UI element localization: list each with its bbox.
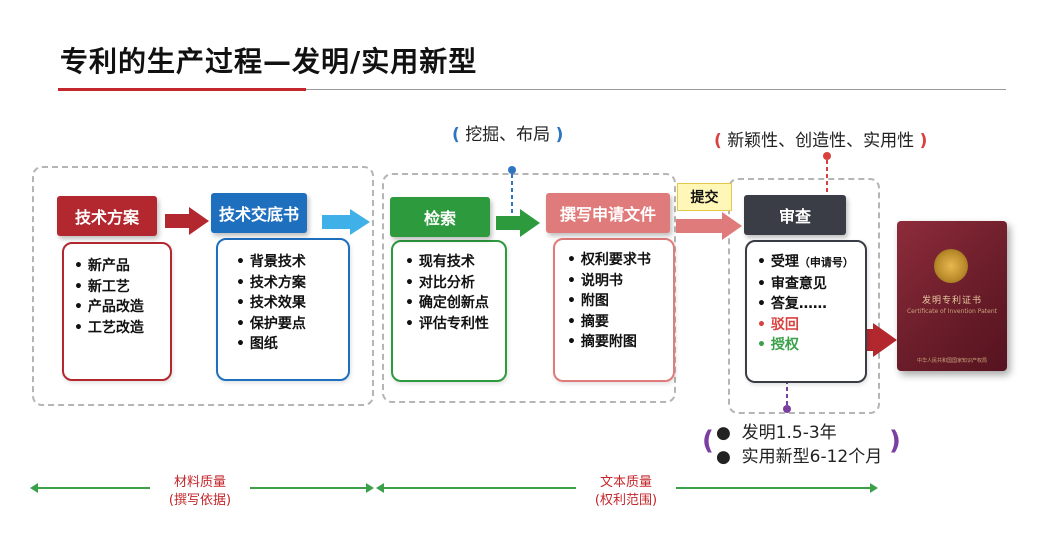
arrow-4-5 xyxy=(676,212,742,240)
submit-badge: 提交 xyxy=(677,183,732,211)
text-quality-note: (权利范围) xyxy=(594,493,658,508)
list-item: 图纸 xyxy=(236,334,348,355)
material-quality-note: (撰写依据) xyxy=(168,493,232,508)
emblem-icon xyxy=(934,249,968,283)
material-quality-label: 材料质量 (撰写依据) xyxy=(150,474,250,510)
list-item: 受理（申请号） xyxy=(757,252,865,274)
step-search-body: 现有技术 对比分析 确定创新点 评估专利性 xyxy=(391,240,507,382)
register-label: 登记手续 xyxy=(818,333,862,346)
list-item: 保护要点 xyxy=(236,314,348,335)
list-item-sub: （申请号） xyxy=(798,256,854,269)
title-underline-accent xyxy=(58,88,306,91)
group-drafting xyxy=(382,173,676,403)
certificate-title: 发明专利证书 xyxy=(921,296,982,306)
list-item-text: 受理 xyxy=(770,254,799,270)
list-item: 技术效果 xyxy=(236,293,348,314)
page-title: 专利的生产过程—发明/实用新型 xyxy=(60,45,478,78)
list-item: 摘要 xyxy=(567,312,673,333)
list-item: 审查意见 xyxy=(757,274,865,295)
list-item: 摘要附图 xyxy=(567,332,673,353)
arrow-3-4 xyxy=(496,209,540,237)
duration-item: ● 发明1.5-3年 xyxy=(716,423,837,443)
criteria-connector xyxy=(823,152,831,197)
step-technical-solution-header: 技术方案 xyxy=(57,196,157,236)
list-item-text: 答复…… xyxy=(770,296,827,312)
list-item: 背景技术 xyxy=(236,252,348,273)
dig-connector xyxy=(508,166,516,215)
dig-annotation: ( 挖掘、布局 ) xyxy=(452,125,564,145)
step-technical-solution-body: 新产品 新工艺 产品改造 工艺改造 xyxy=(62,242,172,381)
list-item: 权利要求书 xyxy=(567,250,673,271)
list-item: 说明书 xyxy=(567,271,673,292)
step-search-header: 检索 xyxy=(390,197,490,237)
step-examination-header: 审查 xyxy=(744,195,846,235)
criteria-annotation: ( 新颖性、创造性、实用性 ) xyxy=(714,131,928,151)
step-drafting-header: 撰写申请文件 xyxy=(546,193,670,233)
step-drafting-body: 权利要求书 说明书 附图 摘要 摘要附图 xyxy=(553,238,675,382)
certificate-subtitle: Certificate of Invention Patent xyxy=(906,308,997,315)
text-quality-label: 文本质量 (权利范围) xyxy=(576,474,676,510)
duration-invention: 发明1.5-3年 xyxy=(741,423,837,443)
arrow-1-2 xyxy=(165,207,209,235)
duration-item: ● 实用新型6-12个月 xyxy=(716,447,883,467)
certificate-footer: 中华人民共和国国家知识产权局 xyxy=(916,358,987,364)
list-item: 答复…… xyxy=(757,294,865,315)
step-disclosure-header: 技术交底书 xyxy=(211,193,307,233)
step-examination-body: 受理（申请号） 审查意见 答复…… 驳回 授权 xyxy=(745,240,867,383)
list-item: 现有技术 xyxy=(405,252,505,273)
arrow-2-3 xyxy=(322,209,370,235)
group-examination xyxy=(728,178,880,414)
dig-annotation-text: 挖掘、布局 xyxy=(465,125,551,145)
material-quality-title: 材料质量 xyxy=(173,475,226,490)
list-item-grant: 授权 xyxy=(757,335,865,356)
list-item: 新工艺 xyxy=(74,277,170,298)
list-item-text: 授权 xyxy=(770,337,799,353)
list-item: 新产品 xyxy=(74,256,170,277)
criteria-annotation-text: 新颖性、创造性、实用性 xyxy=(727,131,915,151)
list-item-text: 审查意见 xyxy=(770,275,827,292)
duration-utility: 实用新型6-12个月 xyxy=(741,447,883,467)
patent-certificate-image: 发明专利证书 Certificate of Invention Patent 中… xyxy=(897,221,1007,371)
list-item: 对比分析 xyxy=(405,273,505,294)
title-underline xyxy=(306,89,1006,90)
list-item: 附图 xyxy=(567,291,673,312)
text-quality-title: 文本质量 xyxy=(599,475,652,490)
group-materials xyxy=(32,166,374,406)
list-item: 确定创新点 xyxy=(405,293,505,314)
list-item: 评估专利性 xyxy=(405,314,505,335)
list-item: 工艺改造 xyxy=(74,318,170,339)
list-item: 产品改造 xyxy=(74,297,170,318)
list-item-text: 驳回 xyxy=(770,316,799,333)
list-item: 技术方案 xyxy=(236,273,348,294)
step-disclosure-body: 背景技术 技术方案 技术效果 保护要点 图纸 xyxy=(216,238,350,381)
list-item-reject: 驳回 xyxy=(757,315,865,336)
